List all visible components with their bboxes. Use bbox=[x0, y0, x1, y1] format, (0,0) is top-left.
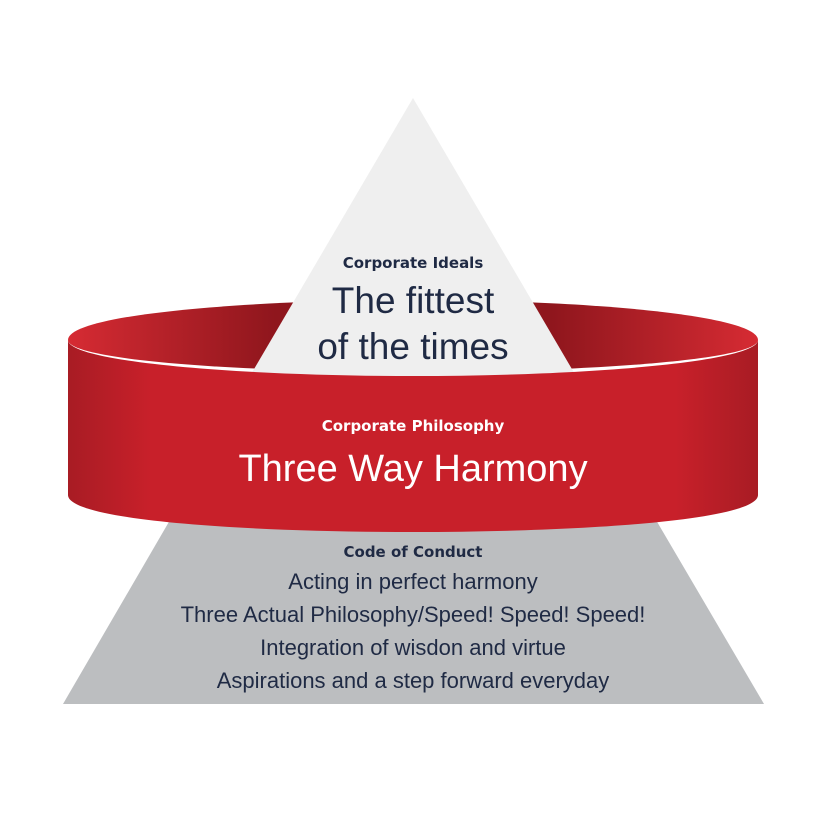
conduct-item: Aspirations and a step forward everyday bbox=[217, 668, 610, 693]
conduct-layer bbox=[63, 520, 764, 704]
ideals-layer bbox=[250, 98, 576, 376]
ideals-line-1: The fittest bbox=[332, 280, 495, 321]
conduct-item: Three Actual Philosophy/Speed! Speed! Sp… bbox=[181, 602, 646, 627]
conduct-item: Acting in perfect harmony bbox=[288, 569, 537, 594]
ideals-line-2: of the times bbox=[317, 326, 508, 367]
philosophy-title: Three Way Harmony bbox=[238, 448, 587, 490]
ideals-heading: Corporate Ideals bbox=[343, 254, 484, 272]
conduct-item: Integration of wisdon and virtue bbox=[260, 635, 566, 660]
philosophy-heading: Corporate Philosophy bbox=[322, 417, 505, 435]
ring-front bbox=[68, 340, 758, 532]
conduct-heading: Code of Conduct bbox=[344, 543, 483, 561]
